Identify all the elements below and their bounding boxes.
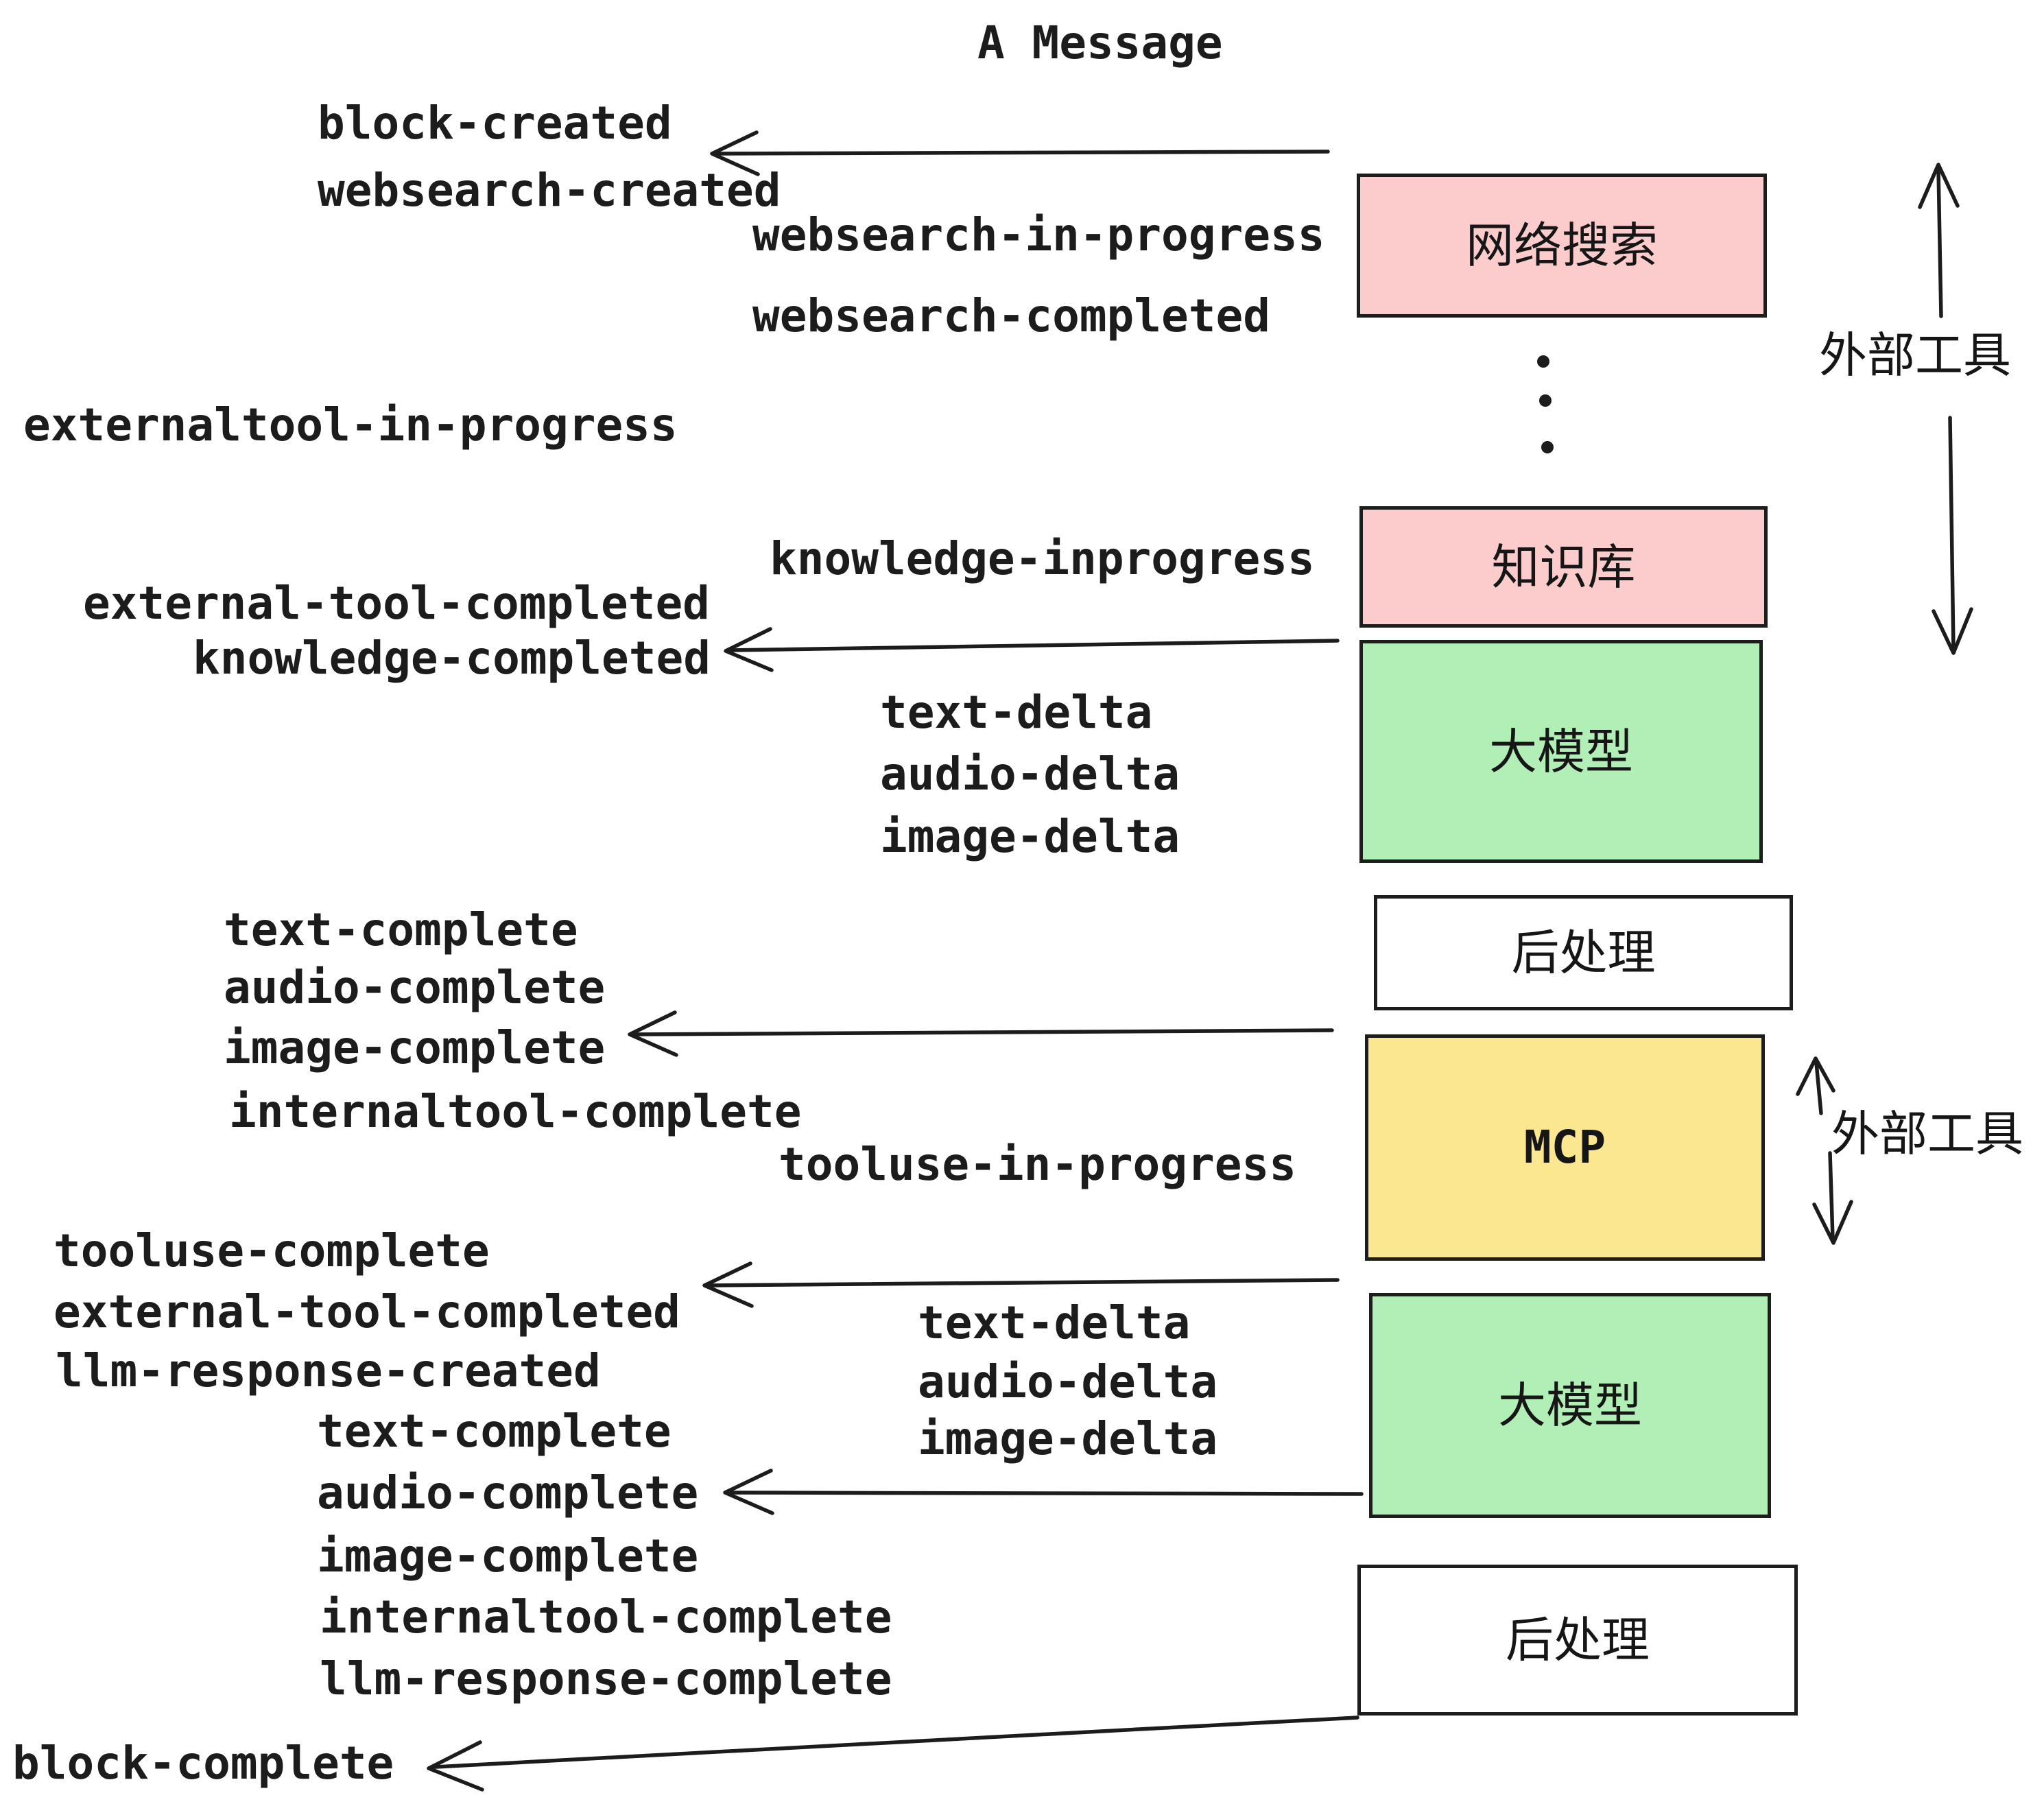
event-label-knowledge-inprogress: knowledge-inprogress (770, 532, 1315, 585)
event-label-text-complete-2: text-complete (317, 1405, 672, 1458)
event-label-text-delta-2: text-delta (918, 1296, 1191, 1349)
box-websearch: 网络搜索 (1357, 174, 1767, 318)
arrow-to-block-complete (427, 1716, 1359, 1792)
event-label-llm-response-created: llm-response-created (56, 1344, 601, 1397)
box-mcp: MCP (1365, 1034, 1765, 1261)
box-postprocess-1: 后处理 (1374, 895, 1793, 1010)
event-label-external-tool-completed-1: external-tool-completed (83, 577, 710, 630)
external-tools-label-mcp: 外部工具 (1831, 1106, 2023, 1162)
box-label: 知识库 (1491, 538, 1636, 595)
double-arrow-external-mcp (1796, 1056, 1853, 1245)
event-label-websearch-in-progress: websearch-in-progress (752, 209, 1325, 261)
box-label: 后处理 (1511, 925, 1656, 981)
arrow-to-knowledge-completed (724, 627, 1340, 672)
double-arrow-external-top (1918, 163, 1973, 655)
arrow-to-image-complete (628, 1010, 1334, 1057)
event-label-audio-delta-1: audio-delta (880, 748, 1180, 800)
box-knowledge-base: 知识库 (1359, 506, 1768, 628)
event-label-audio-complete-2: audio-complete (317, 1467, 699, 1519)
event-label-tooluse-in-progress: tooluse-in-progress (779, 1138, 1296, 1191)
box-label: 后处理 (1506, 1612, 1650, 1668)
event-label-text-complete-1: text-complete (224, 903, 578, 956)
event-label-websearch-completed: websearch-completed (752, 289, 1270, 342)
box-llm-2: 大模型 (1369, 1293, 1771, 1518)
event-label-image-delta-2: image-delta (918, 1412, 1218, 1465)
box-label: MCP (1523, 1121, 1606, 1174)
event-label-internaltool-complete-1: internaltool-complete (229, 1085, 802, 1138)
arrow-to-audio-complete (723, 1469, 1364, 1515)
event-label-image-complete-2: image-complete (317, 1530, 699, 1582)
box-postprocess-2: 后处理 (1357, 1565, 1798, 1716)
event-label-tooluse-complete: tooluse-complete (54, 1224, 490, 1277)
box-label: 大模型 (1489, 723, 1633, 780)
event-label-image-complete-1: image-complete (224, 1021, 606, 1074)
event-label-image-delta-1: image-delta (880, 810, 1180, 863)
arrow-to-websearch-created (710, 130, 1330, 176)
event-label-externaltool-in-progress: externaltool-in-progress (23, 399, 678, 451)
event-label-llm-response-complete: llm-response-complete (320, 1652, 892, 1705)
box-label: 大模型 (1498, 1377, 1642, 1434)
event-label-block-created: block-created (318, 97, 672, 150)
event-label-text-delta-1: text-delta (880, 686, 1153, 739)
event-label-internaltool-complete-2: internaltool-complete (320, 1591, 892, 1643)
event-label-knowledge-completed: knowledge-completed (193, 632, 711, 685)
box-llm-1: 大模型 (1359, 640, 1763, 863)
event-label-websearch-created: websearch-created (318, 164, 781, 217)
diagram-title: A Message (977, 16, 1223, 69)
event-label-audio-complete-1: audio-complete (224, 961, 606, 1014)
event-label-block-complete: block-complete (12, 1737, 394, 1790)
arrow-to-tooluse-complete (702, 1261, 1340, 1308)
event-label-audio-delta-2: audio-delta (918, 1355, 1218, 1408)
box-label: 网络搜索 (1466, 217, 1658, 274)
event-label-external-tool-completed-2: external-tool-completed (54, 1285, 680, 1338)
external-tools-label-top: 外部工具 (1819, 327, 2011, 383)
